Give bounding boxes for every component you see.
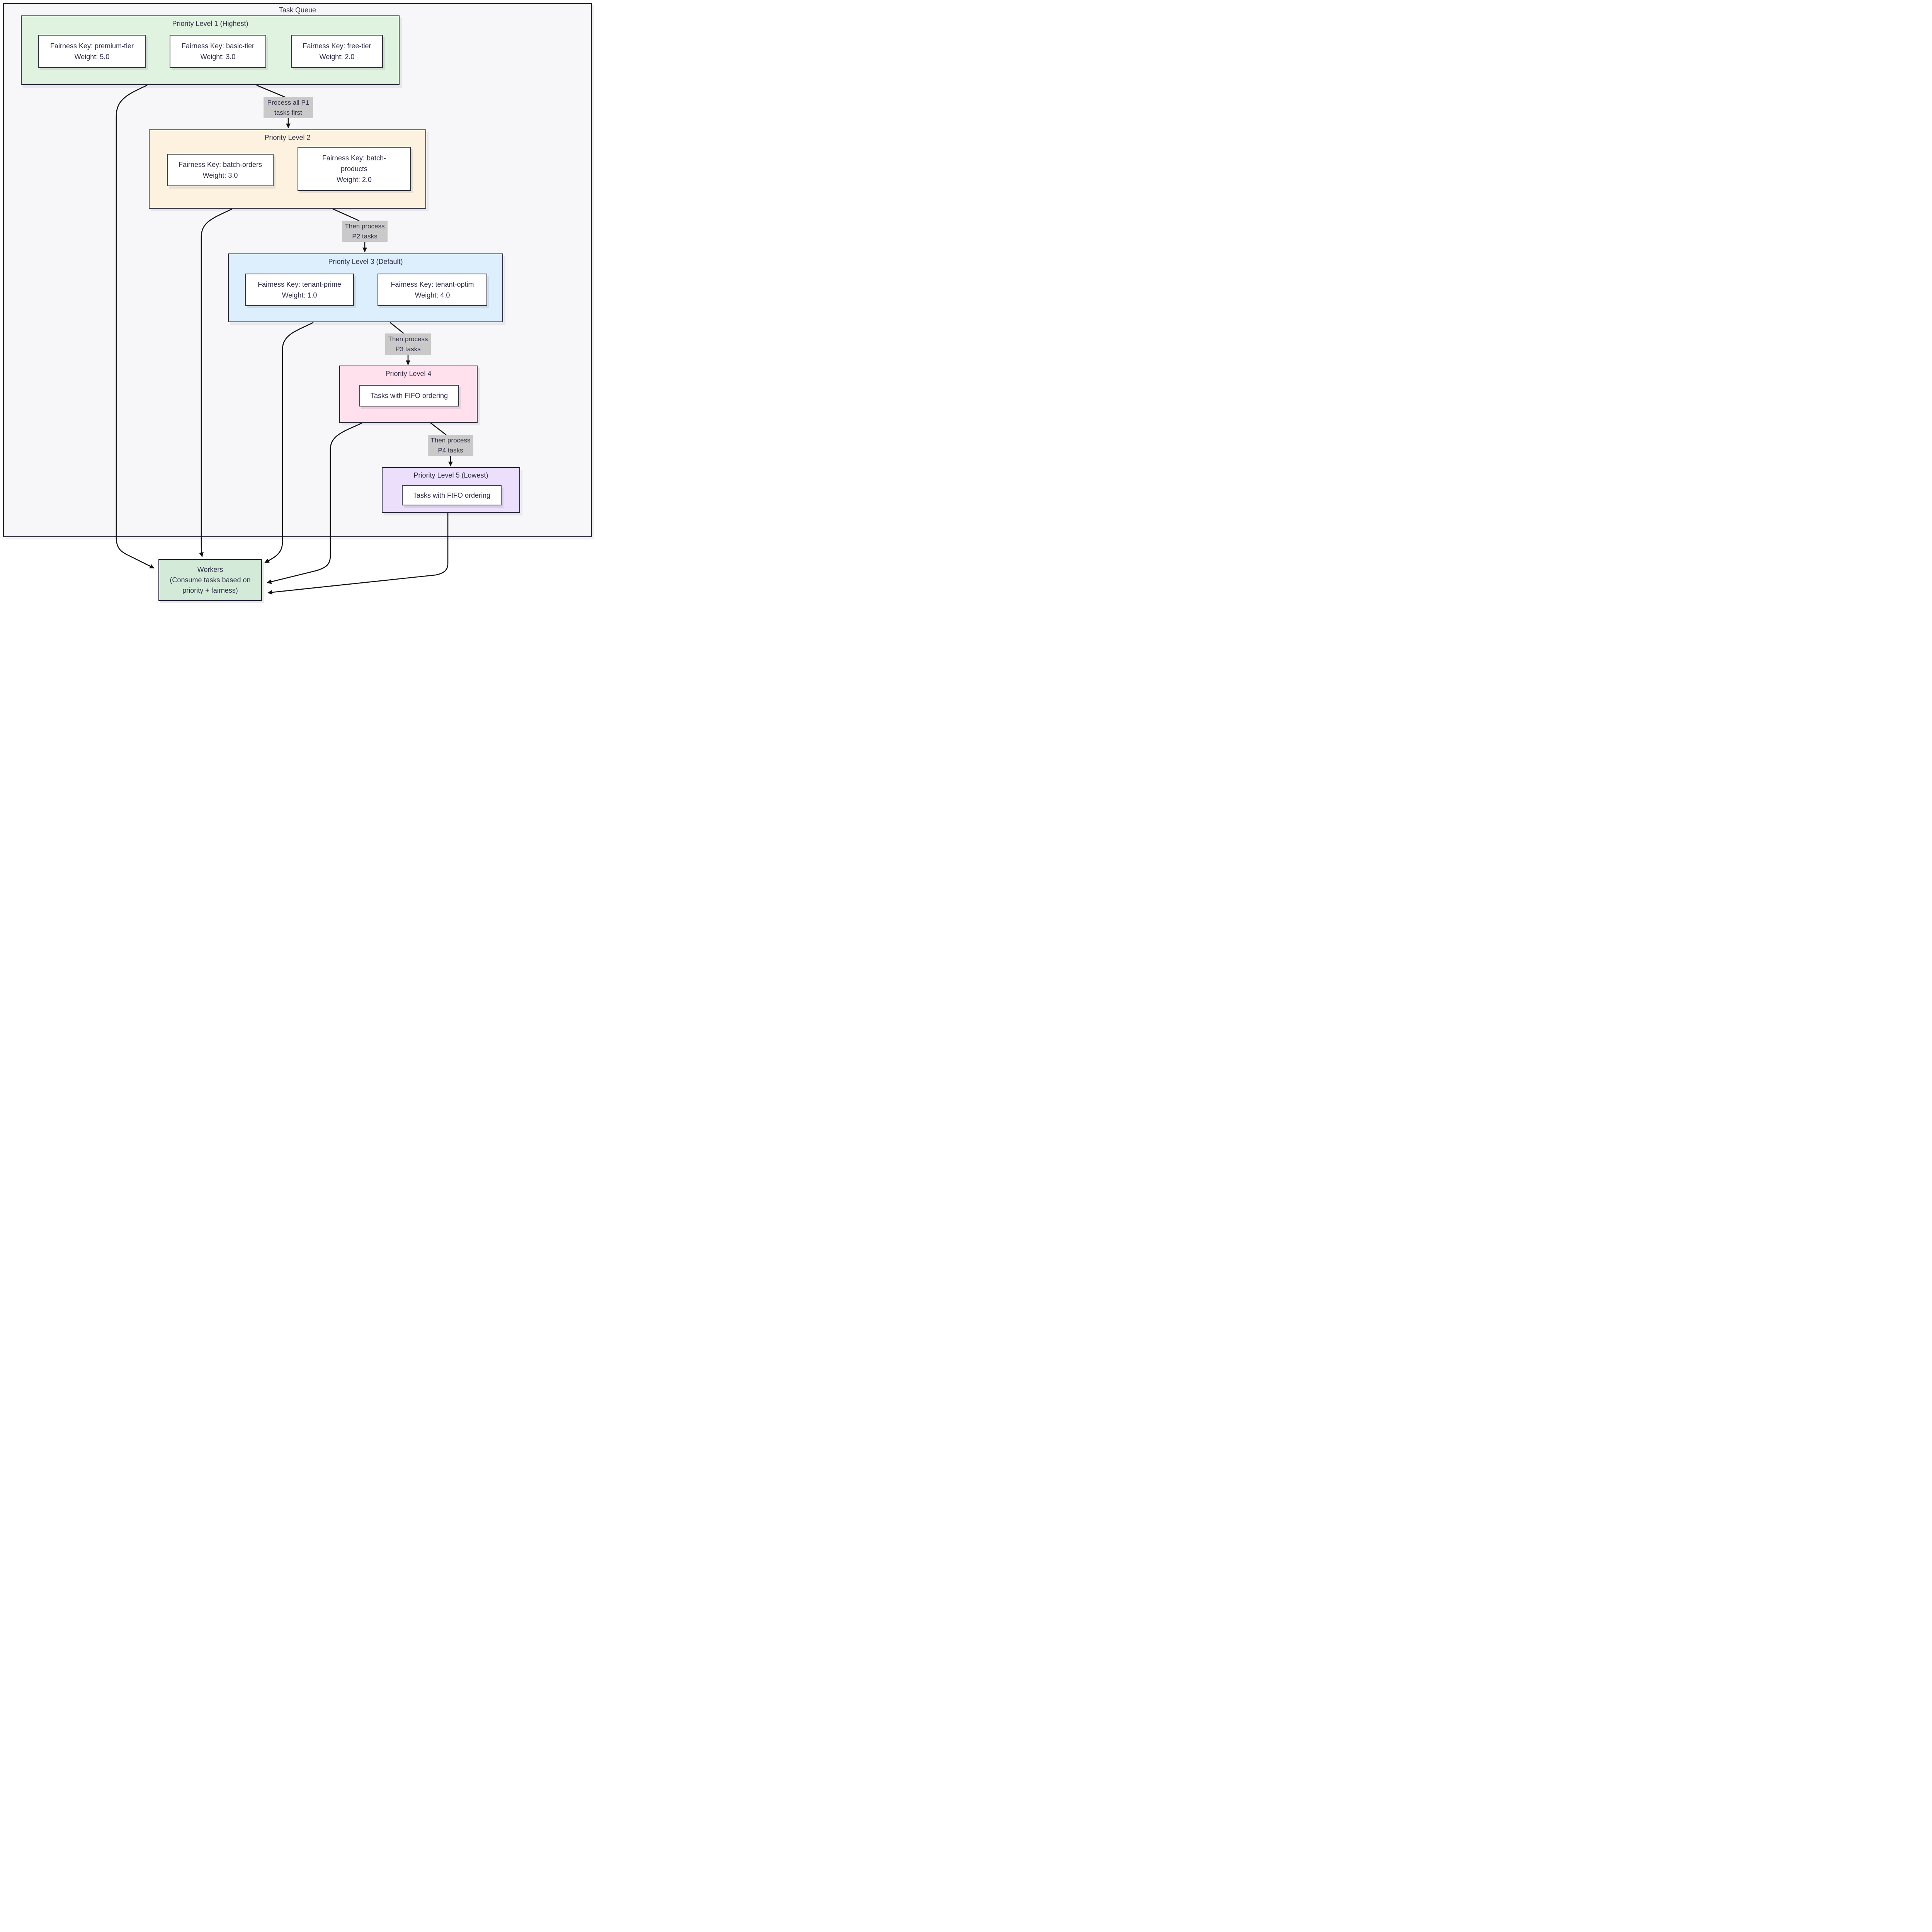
cluster-priority-3-title: Priority Level 3 (Default) — [328, 258, 403, 265]
cluster-priority-5-title: Priority Level 5 (Lowest) — [413, 471, 488, 479]
node-fifo-p4: Tasks with FIFO ordering — [359, 385, 459, 406]
cluster-priority-2-title: Priority Level 2 — [264, 134, 311, 141]
cluster-priority-4-title: Priority Level 4 — [385, 370, 432, 378]
node-free-tier: Fairness Key: free-tier Weight: 2.0 — [291, 35, 383, 68]
node-text-line: Weight: 3.0 — [200, 53, 236, 61]
workers-text-line: priority + fairness) — [182, 586, 238, 594]
cluster-priority-2: Priority Level 2 Fairness Key: batch-ord… — [149, 129, 426, 209]
edge-label-line: tasks first — [274, 109, 302, 116]
edge-label-line: P3 tasks — [395, 345, 421, 353]
node-text-line: Weight: 1.0 — [282, 291, 317, 299]
cluster-priority-1-title: Priority Level 1 (Highest) — [172, 20, 248, 27]
node-text-line: Fairness Key: premium-tier — [50, 42, 134, 50]
node-batch-orders: Fairness Key: batch-orders Weight: 3.0 — [167, 154, 274, 186]
node-text-line: Tasks with FIFO ordering — [413, 492, 491, 499]
cluster-priority-3: Priority Level 3 (Default) Fairness Key:… — [228, 253, 503, 322]
cluster-priority-4: Priority Level 4 Tasks with FIFO orderin… — [339, 366, 478, 423]
node-text-line: Weight: 4.0 — [415, 291, 450, 299]
node-batch-products: Fairness Key: batch- products Weight: 2.… — [298, 147, 411, 191]
edge-label-process-p3: Then process P3 tasks — [385, 333, 431, 355]
edge-label-line: P2 tasks — [352, 232, 378, 240]
node-text-line: Fairness Key: batch-orders — [178, 161, 262, 168]
node-text-line: Fairness Key: batch- — [322, 154, 386, 162]
node-text-line: Weight: 2.0 — [319, 53, 355, 61]
edge-label-process-p4: Then process P4 tasks — [428, 435, 473, 456]
diagram-title: Task Queue — [279, 6, 316, 14]
node-text-line: Weight: 5.0 — [74, 53, 110, 61]
node-text-line: Weight: 3.0 — [202, 172, 238, 179]
node-text-line: Weight: 2.0 — [337, 176, 372, 184]
node-workers: Workers (Consume tasks based on priority… — [158, 559, 262, 601]
workers-text-line: Workers — [197, 565, 223, 573]
node-text-line: Fairness Key: basic-tier — [181, 42, 255, 50]
edge-label-line: Then process — [345, 222, 385, 230]
node-basic-tier: Fairness Key: basic-tier Weight: 3.0 — [170, 35, 266, 68]
node-text-line: Fairness Key: tenant-optim — [391, 281, 474, 288]
task-queue-diagram: Task Queue Priority Level 1 (Highest) Fa… — [0, 0, 596, 603]
edge-label-line: Process all P1 — [267, 99, 310, 106]
cluster-priority-5: Priority Level 5 (Lowest) Tasks with FIF… — [382, 467, 520, 513]
edge-label-process-p2: Then process P2 tasks — [342, 221, 388, 242]
workers-text-line: (Consume tasks based on — [170, 576, 251, 584]
edge-label-line: Then process — [388, 335, 428, 343]
edge-label-process-p1: Process all P1 tasks first — [264, 97, 313, 118]
node-fifo-p5: Tasks with FIFO ordering — [402, 485, 502, 505]
node-premium-tier: Fairness Key: premium-tier Weight: 5.0 — [38, 35, 146, 68]
node-tenant-prime: Fairness Key: tenant-prime Weight: 1.0 — [245, 274, 354, 306]
edge-label-line: Then process — [430, 436, 471, 444]
node-text-line: Tasks with FIFO ordering — [370, 392, 448, 400]
node-text-line: products — [340, 165, 368, 173]
node-text-line: Fairness Key: tenant-prime — [257, 281, 342, 288]
node-tenant-optim: Fairness Key: tenant-optim Weight: 4.0 — [378, 274, 487, 306]
node-text-line: Fairness Key: free-tier — [303, 42, 371, 50]
cluster-priority-1: Priority Level 1 (Highest) Fairness Key:… — [21, 15, 400, 85]
edge-label-line: P4 tasks — [438, 446, 463, 454]
